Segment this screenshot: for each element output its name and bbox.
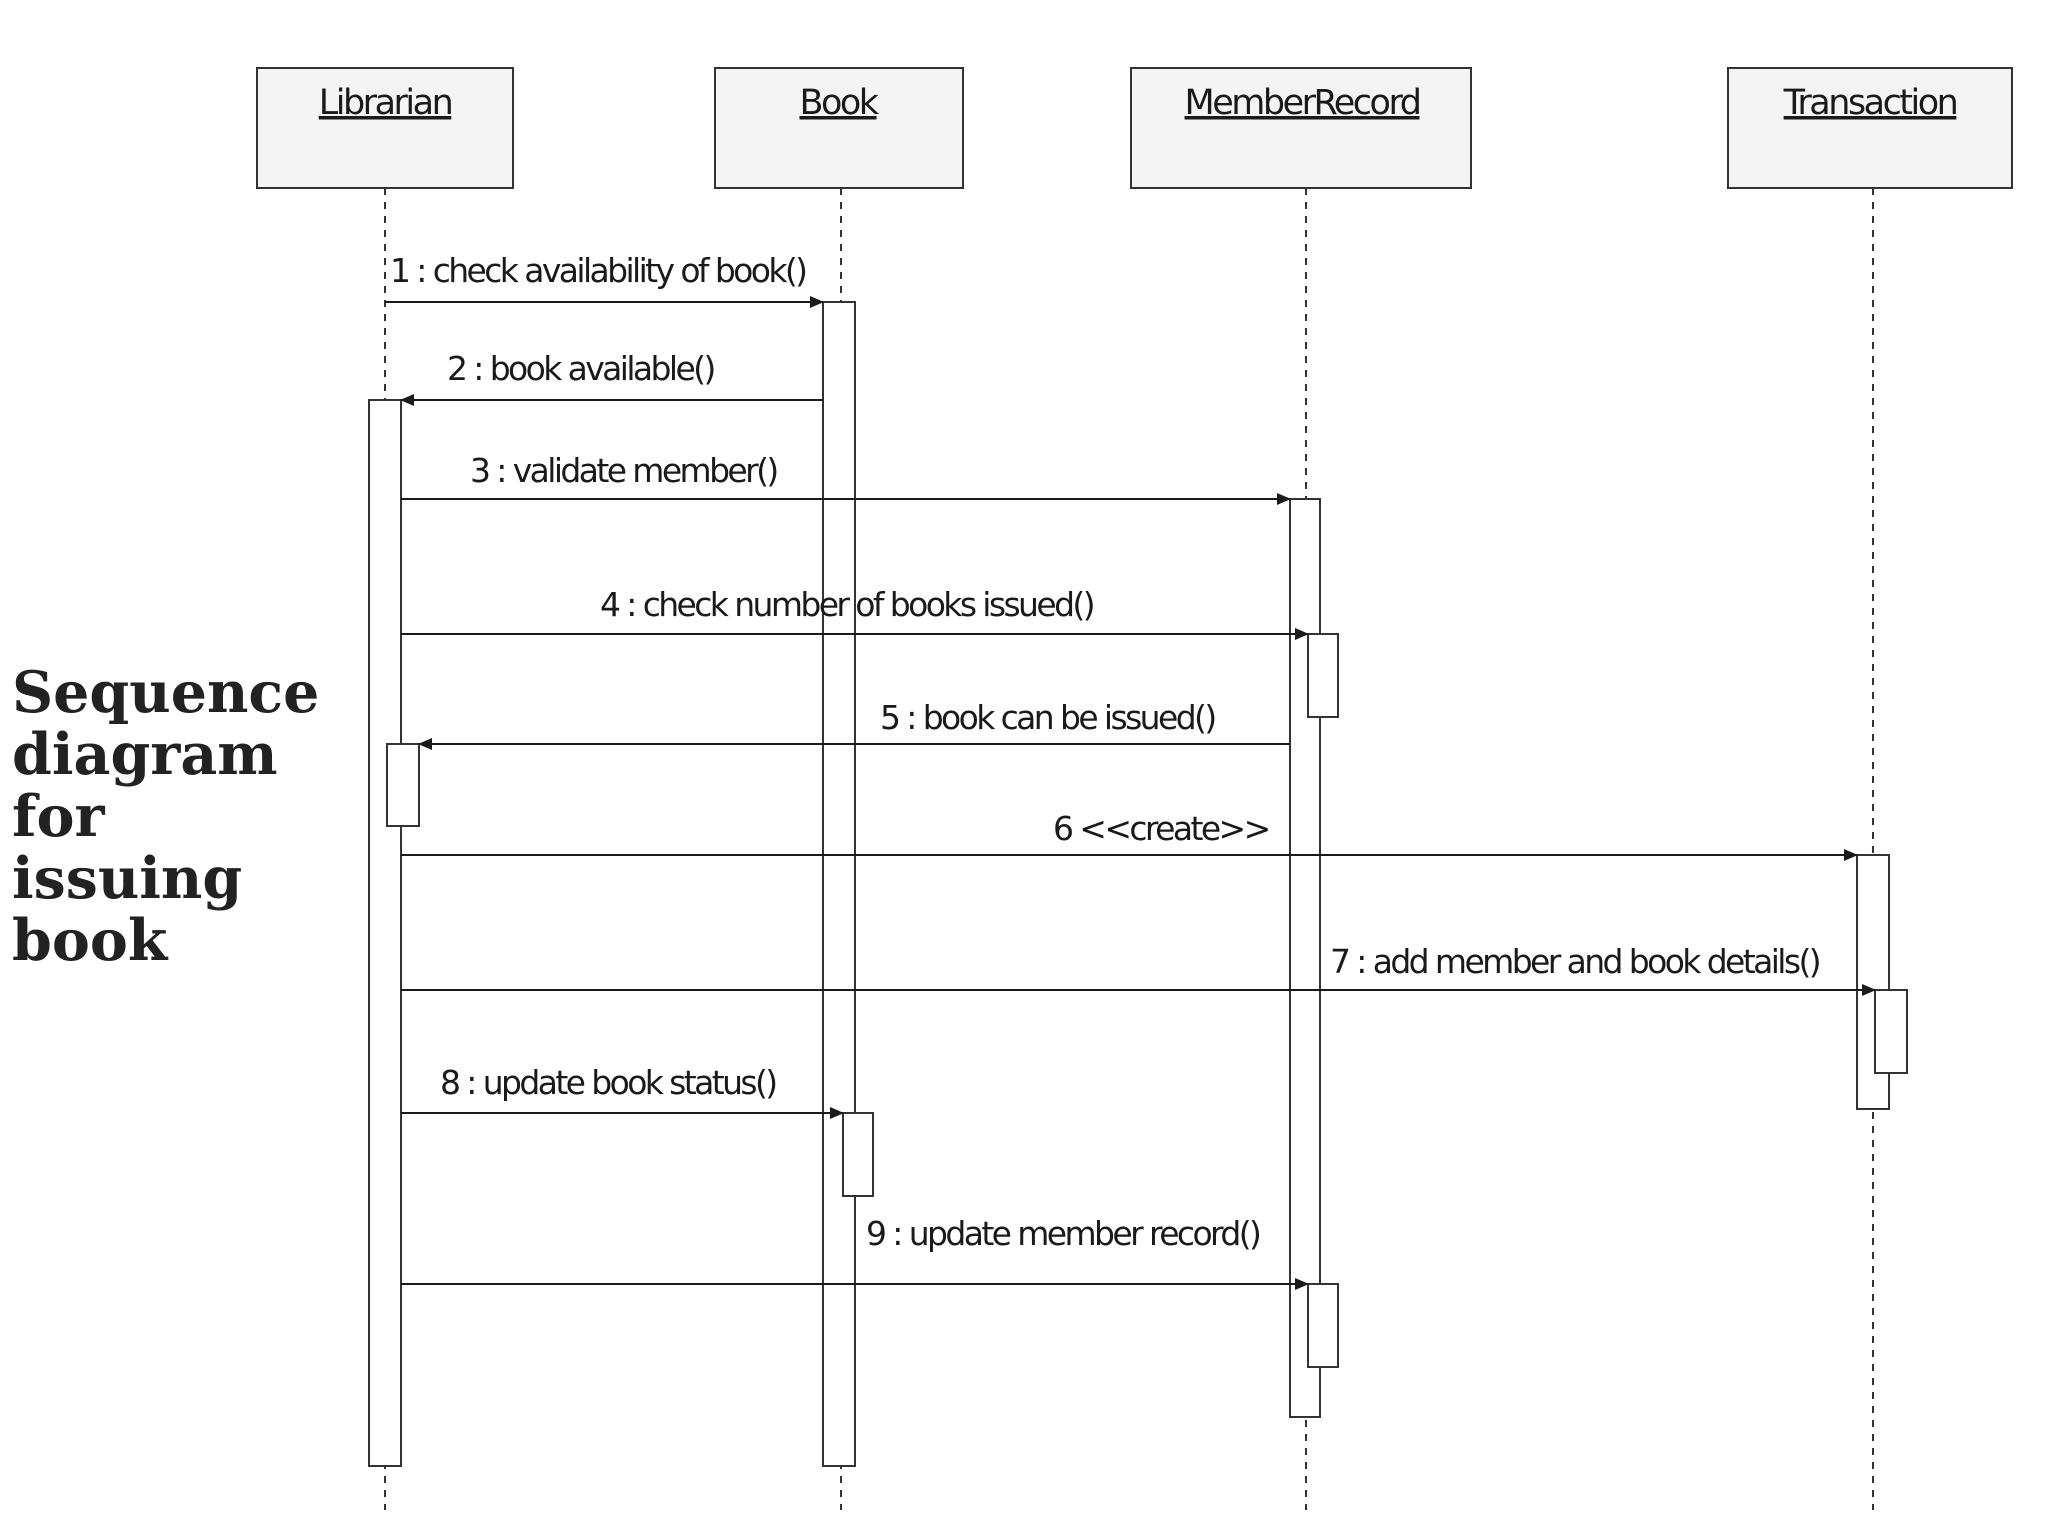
lifeline-librarian: Librarian [256, 67, 514, 1510]
activation-bar-transaction-nested [1874, 989, 1908, 1074]
message-label: 1 : check availability of book() [390, 251, 806, 290]
message-label: 3 : validate member() [470, 451, 777, 490]
message-label: 8 : update book status() [440, 1063, 776, 1102]
message-4: 4 : check number of books issued() [401, 585, 1309, 640]
message-7: 7 : add member and book details() [401, 942, 1876, 996]
lifeline-label: Book [799, 83, 879, 123]
title-line: for issuing [12, 783, 243, 912]
activation-bar-librarian [368, 399, 402, 1467]
activation-bar-member-record-nested [1307, 633, 1339, 718]
title-line: diagram [12, 721, 278, 788]
activation-bar-book-nested [842, 1112, 874, 1197]
message-5: 5 : book can be issued() [418, 698, 1290, 750]
message-label: 6 <<create>> [1053, 809, 1269, 848]
message-8: 8 : update book status() [401, 1063, 844, 1119]
message-2: 2 : book available() [400, 349, 823, 406]
lifeline-box [1130, 67, 1472, 189]
activation-bar-librarian-nested [386, 743, 420, 827]
lifeline-label: MemberRecord [1185, 83, 1420, 123]
message-label: 5 : book can be issued() [880, 698, 1215, 737]
lifeline-box [256, 67, 514, 189]
title-line: Sequence [12, 659, 320, 726]
diagram-title: Sequence diagram for issuing book [12, 662, 342, 972]
lifeline-label: Transaction [1783, 83, 1957, 123]
lifeline-transaction: Transaction [1727, 67, 2013, 1510]
message-3: 3 : validate member() [401, 451, 1291, 505]
lifeline-box [714, 67, 964, 189]
lifeline-label: Librarian [319, 83, 452, 123]
message-label: 2 : book available() [447, 349, 714, 388]
message-1: 1 : check availability of book() [385, 251, 824, 308]
message-label: 9 : update member record() [866, 1214, 1260, 1253]
message-label: 4 : check number of books issued() [600, 585, 1094, 624]
message-label: 7 : add member and book details() [1330, 942, 1820, 981]
message-6: 6 <<create>> [401, 809, 1858, 861]
activation-bar-member-record-nested [1307, 1283, 1339, 1368]
title-line: book [12, 907, 168, 974]
lifeline-box [1727, 67, 2013, 189]
activation-bar-book [822, 301, 856, 1467]
message-9: 9 : update member record() [401, 1214, 1309, 1290]
